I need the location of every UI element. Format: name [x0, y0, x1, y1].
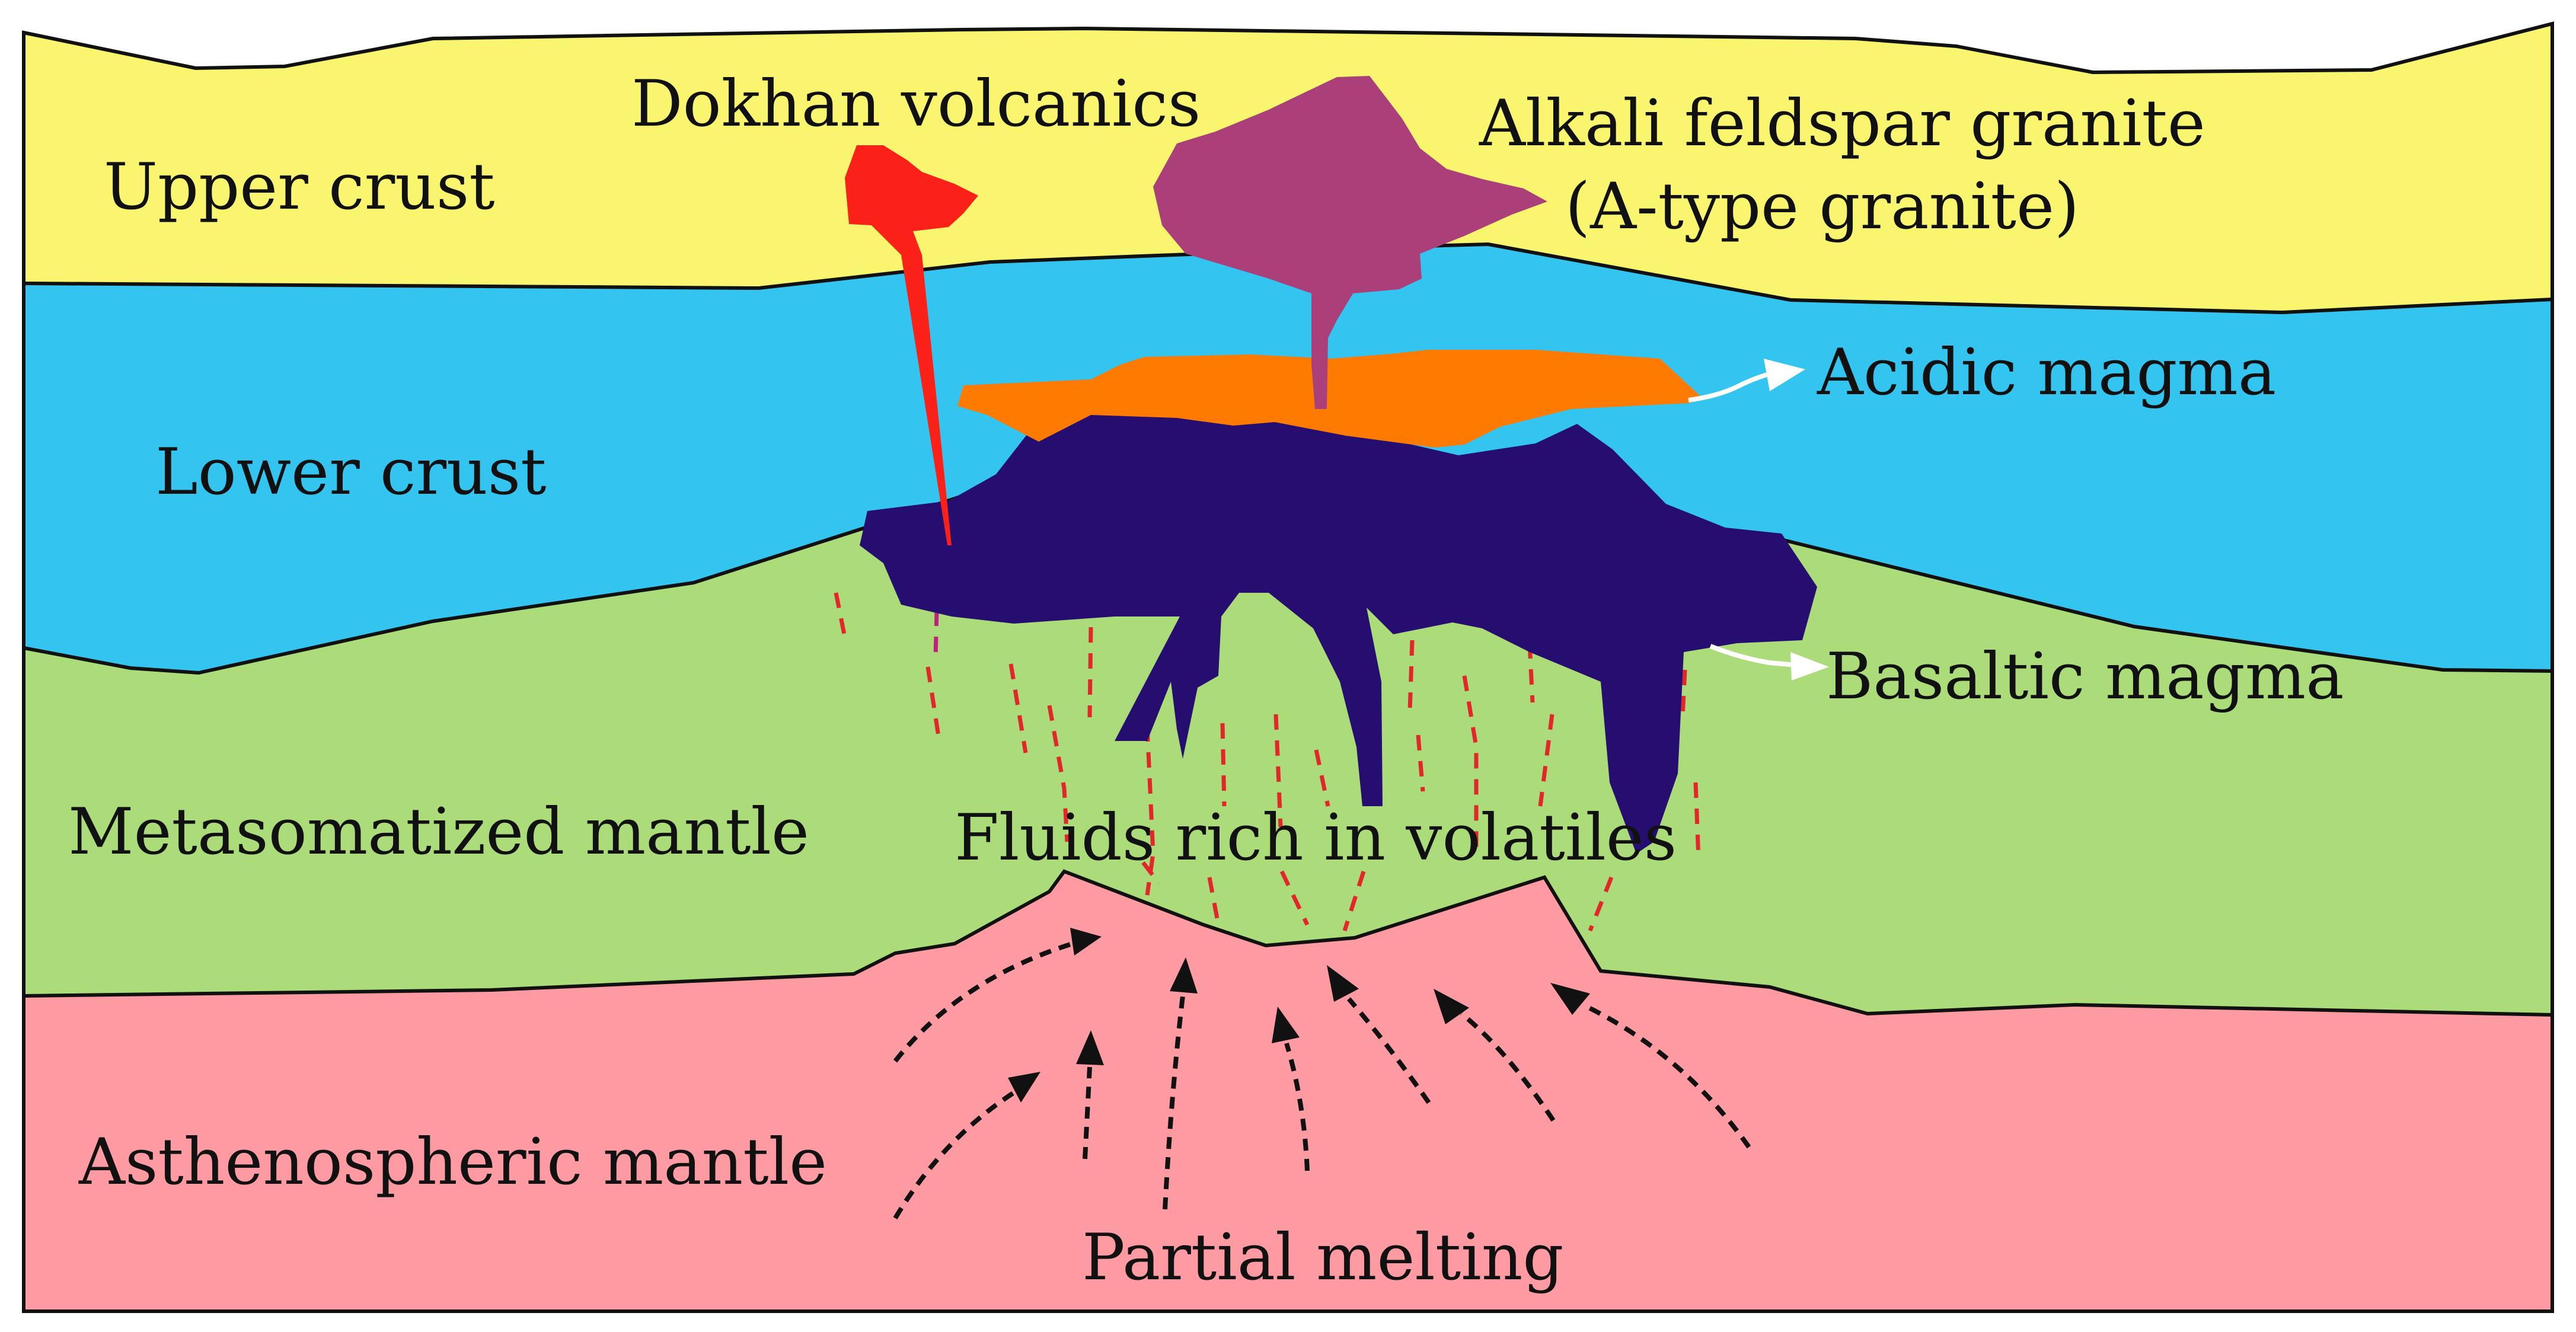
fluid-pathways: [834, 592, 1701, 932]
white-arrow-icon: [1688, 359, 1805, 403]
dokhan-volcanics-label: Dokhan volcanics: [631, 67, 1201, 141]
dashed-arrow-icon: [1434, 989, 1556, 1122]
dashed-arrow-icon: [1163, 957, 1198, 1210]
dashed-arrow-icon: [1272, 1007, 1310, 1171]
dashed-arrow-icon: [1076, 1030, 1104, 1159]
alkali-feldspar-granite-body: [1153, 76, 1547, 409]
upper-crust-label: Upper crust: [104, 150, 495, 224]
fluids-label: Fluids rich in volatiles: [955, 801, 1677, 875]
white-arrow-icon: [1709, 644, 1829, 681]
alkali-feldspar-granite-label: Alkali feldspar granite: [1479, 87, 2205, 161]
dashed-arrow-icon: [893, 928, 1102, 1063]
basaltic-magma-label: Basaltic magma: [1826, 640, 2344, 714]
asthenospheric-mantle-label: Asthenospheric mantle: [78, 1125, 827, 1199]
partial-melting-label: Partial melting: [1082, 1221, 1564, 1295]
acidic-magma-label: Acidic magma: [1817, 336, 2276, 410]
basaltic-magma-body: [860, 404, 1817, 854]
section-outline: [22, 21, 2554, 1313]
asthenospheric-mantle-layer: [24, 871, 2552, 1311]
acidic-magma-body: [957, 350, 1702, 448]
dashed-arrow-icon: [1550, 983, 1751, 1149]
dashed-arrow-icon: [1327, 965, 1431, 1104]
metasomatized-mantle-label: Metasomatized mantle: [68, 795, 809, 869]
lithosphere-asthenosphere-boundary: [23, 869, 2553, 1017]
lower-crust-label: Lower crust: [155, 435, 547, 509]
melt-flow-arrows: [893, 928, 1751, 1220]
dashed-arrow-icon: [893, 1072, 1040, 1220]
dokhan-volcanics-body: [845, 145, 978, 545]
a-type-granite-label: (A-type granite): [1565, 170, 2079, 244]
